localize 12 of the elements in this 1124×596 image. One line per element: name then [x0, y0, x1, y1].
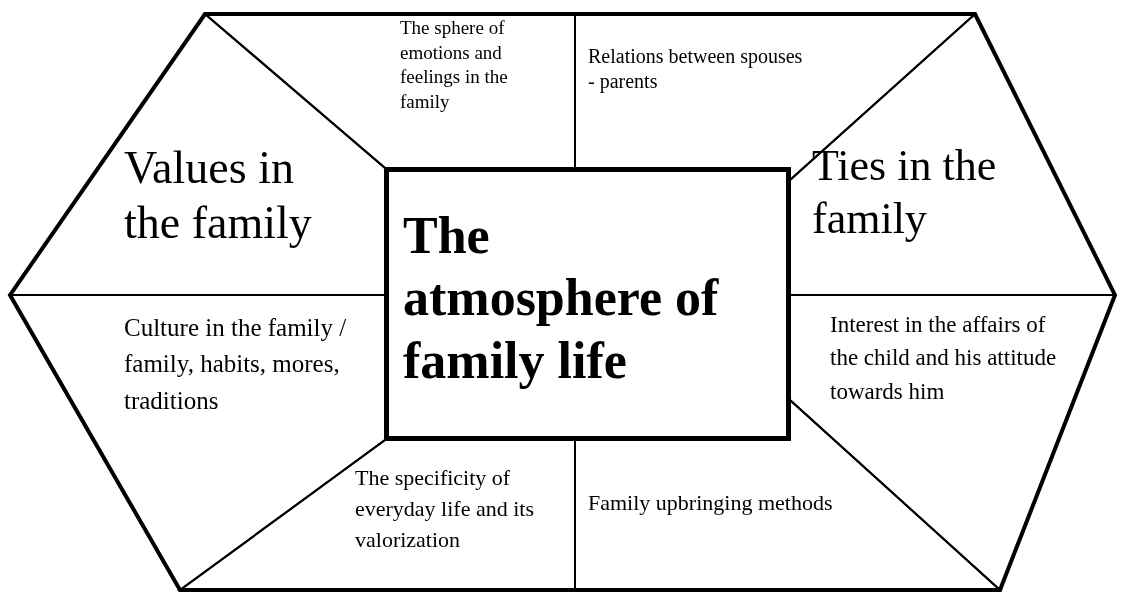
- sector-label: Relations between spouses - parents: [588, 44, 803, 94]
- sector-label: Ties in the family: [812, 140, 998, 245]
- center-box: [385, 168, 790, 440]
- center-title: The atmosphere of family life: [403, 206, 720, 391]
- sector-label: Family upbringing methods: [588, 489, 834, 517]
- sector-label: The sphere of emotions and feelings in the family: [400, 16, 509, 115]
- sector-label: The specificity of everyday life and its valorization: [355, 464, 535, 554]
- sector-label: Values in the family: [124, 141, 313, 251]
- sector-label: Culture in the family / family, habits, mores, traditions: [124, 313, 348, 416]
- hexagon-sector: [180, 440, 575, 590]
- sector-label: Interest in the affairs of the child and his attitude towards him: [830, 311, 1058, 406]
- hexagon-sector: [575, 400, 1000, 590]
